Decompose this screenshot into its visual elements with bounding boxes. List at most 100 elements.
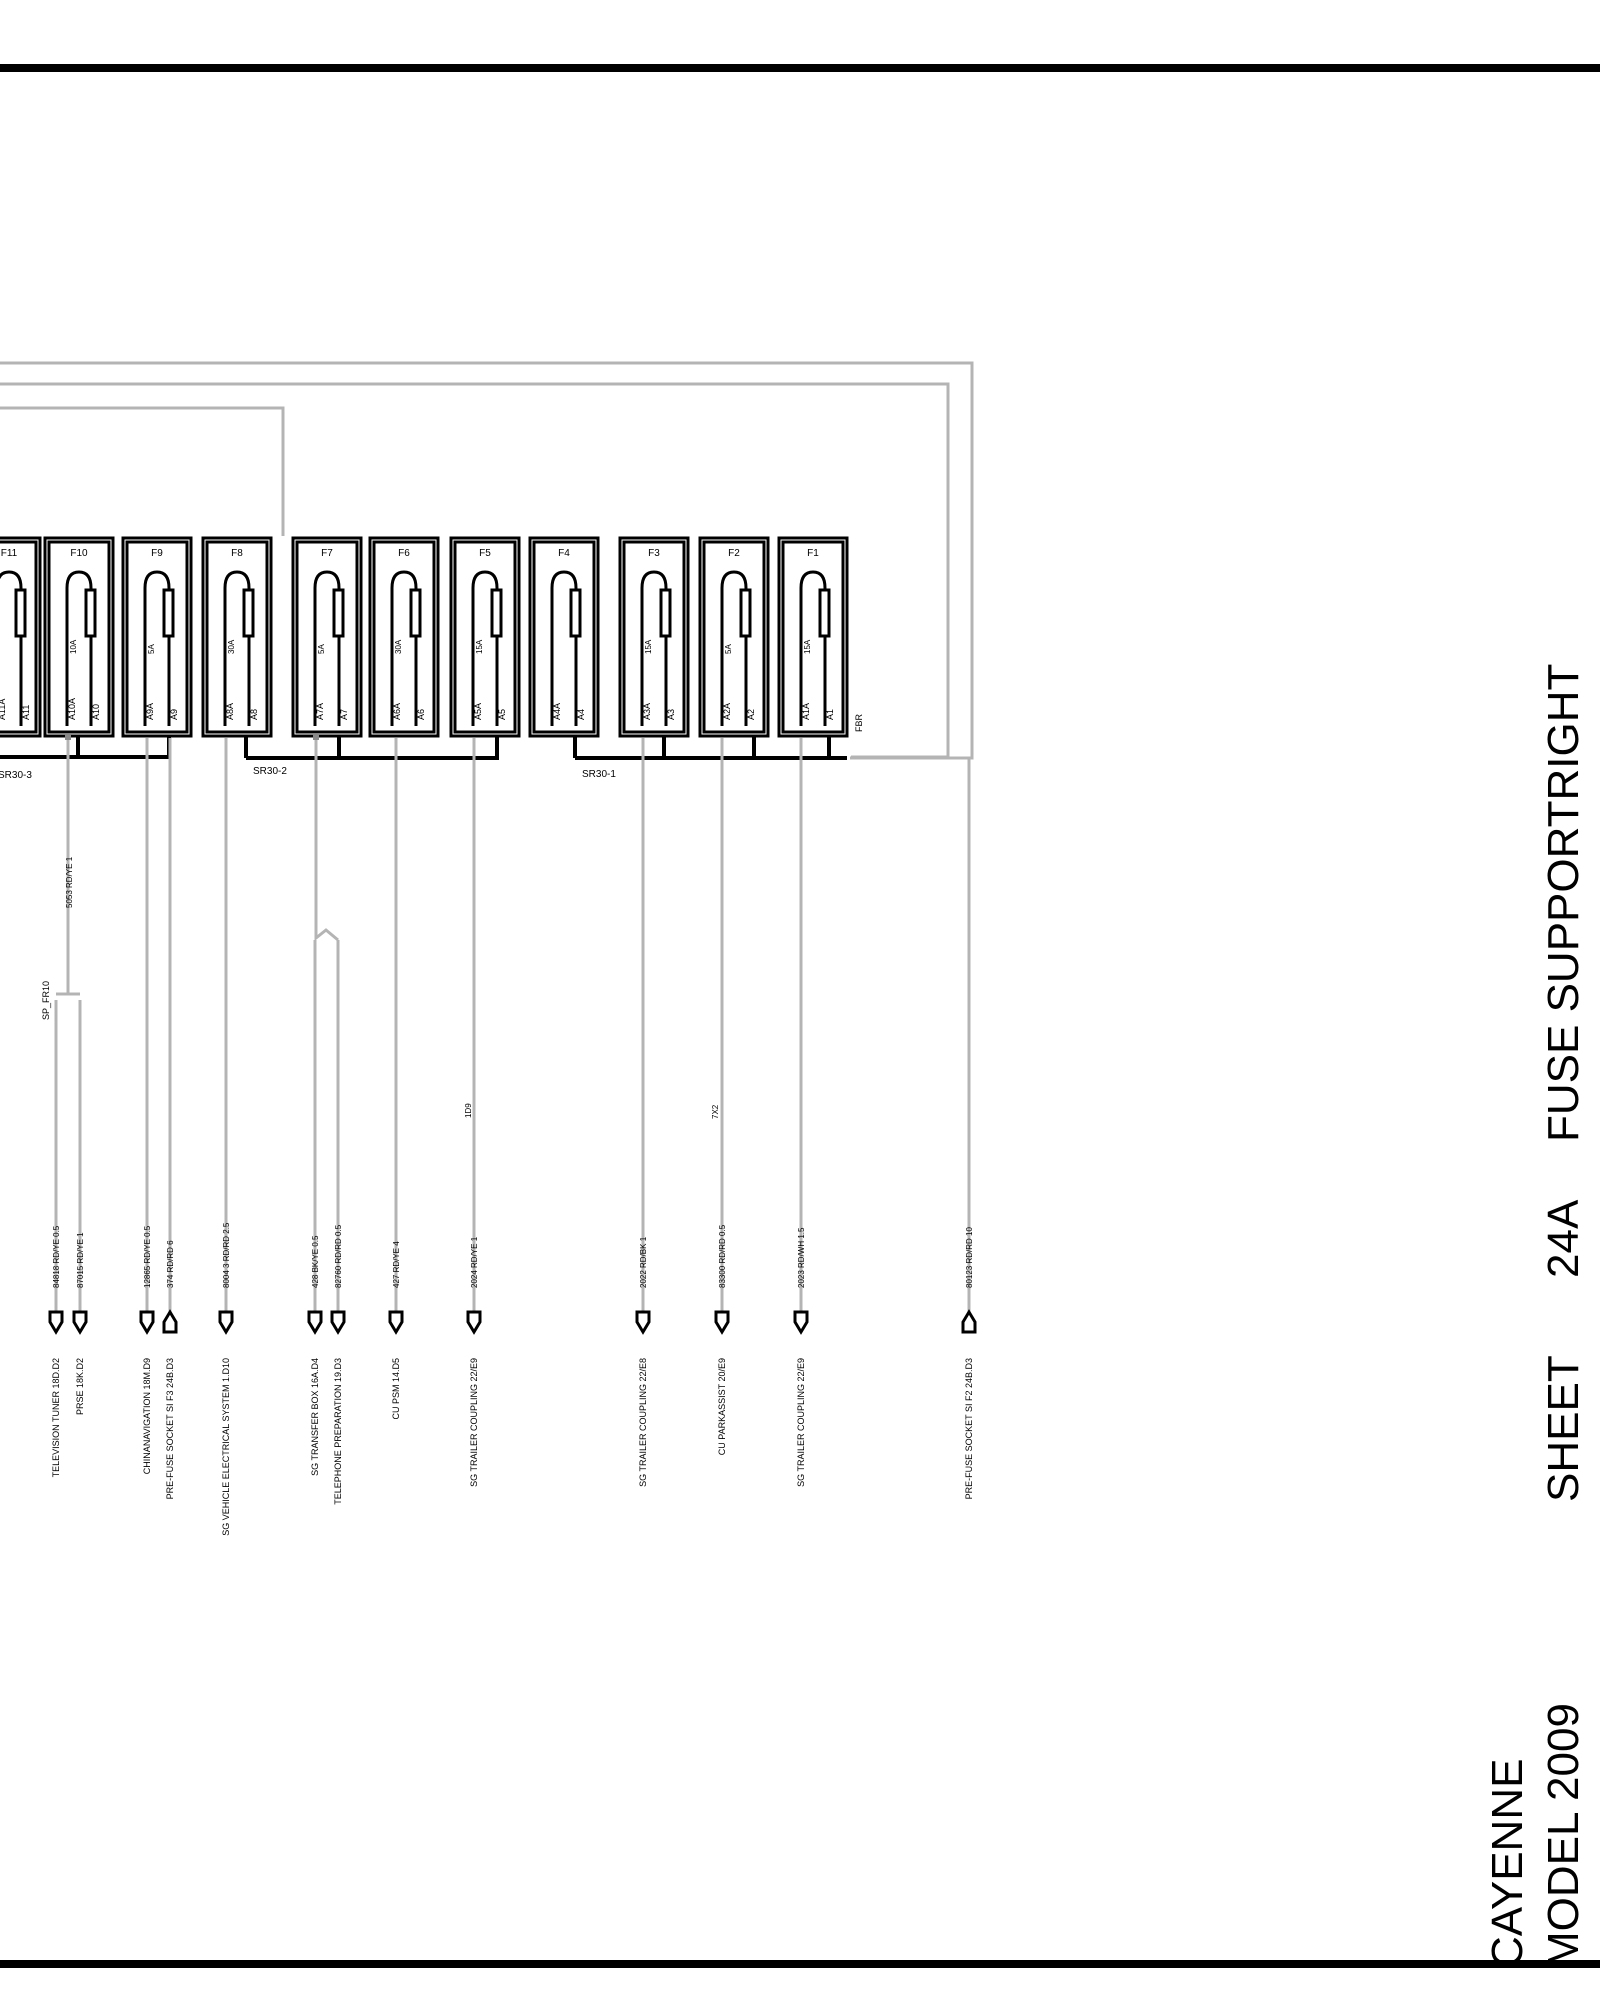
fuse-pin-a: A2A — [722, 703, 732, 720]
output-line: 2024 RD/YE 1 SG TRAILER COUPLING 22/E9 — [466, 738, 482, 1487]
fuse-f10: F10 10A A10A A10 — [43, 536, 115, 738]
connector-arrow-down-icon — [48, 1310, 64, 1335]
bus-label-sr30-2: SR30-2 — [253, 766, 287, 777]
wire-spec-label: 427 RD/YE 4 — [392, 1241, 401, 1288]
connector-arrow-up-icon — [162, 1309, 178, 1334]
top-border — [0, 64, 1600, 72]
fuse-label: F7 — [321, 548, 333, 559]
fuse-label: F8 — [231, 548, 243, 559]
connector-arrow-down-icon — [635, 1310, 651, 1335]
output-line: 8004 3 RD/RD 2.5SG VEHICLE ELECTRICAL SY… — [218, 738, 234, 1536]
fuse-pin-a: A10A — [67, 698, 77, 720]
fuse-pin-b: A1 — [825, 709, 835, 720]
fuse-f9: F9 5A A9A A9 — [121, 536, 193, 738]
fuse-rating: 30A — [227, 639, 236, 654]
connector-arrow-down-icon — [139, 1310, 155, 1335]
destination-label: PRE-FUSE SOCKET SI F2 24B.D3 — [964, 1358, 974, 1499]
wire-spec-label: 87015 RD/YE 1 — [76, 1232, 85, 1288]
fuse-pin-b: A7 — [339, 709, 349, 720]
wire-spec-label: 84818 RD/YE 0.5 — [52, 1225, 61, 1288]
fuse-rating: 15A — [803, 639, 812, 654]
sheet-number: 24A — [1539, 1199, 1588, 1278]
bus-bars — [0, 736, 847, 760]
connector-arrow-down-icon — [714, 1310, 730, 1335]
fuse-label: F5 — [479, 548, 491, 559]
splice-label: SP_FR10 — [41, 981, 51, 1020]
vehicle-name: CAYENNE — [1483, 1759, 1532, 1968]
fuse-pin-a: A11A — [0, 699, 7, 720]
f5-reference-label: 1D9 — [464, 1103, 473, 1118]
connector-arrow-down-icon — [72, 1310, 88, 1335]
diagram-title: FUSE SUPPORTRIGHT — [1539, 664, 1588, 1142]
wire-spec-label: 428 BK/YE 0.5 — [311, 1235, 320, 1288]
destination-label: PRSE 18K.D2 — [75, 1358, 85, 1415]
fuse-pin-a: A9A — [145, 703, 155, 720]
wire-spec-label: 2023 RD/WH 1.5 — [797, 1227, 806, 1288]
fuse-label: F3 — [648, 548, 660, 559]
output-line: 2022 RD/BK 1 SG TRAILER COUPLING 22/E8 — [635, 738, 651, 1487]
fuse-rating: 5A — [317, 644, 326, 654]
wire-spec-label: 374 RD/RD 6 — [166, 1240, 175, 1288]
fuse-rating: 5A — [147, 644, 156, 654]
destination-label: CHINANAVIGATION 18M.D9 — [142, 1358, 152, 1474]
fuse-rating: 15A — [475, 639, 484, 654]
connector-arrow-down-icon — [793, 1310, 809, 1335]
destination-label: CU PSM 14.D5 — [391, 1358, 401, 1420]
fuse-pin-b: A3 — [666, 709, 676, 720]
fuse-pin-b: A6 — [416, 709, 426, 720]
wire-spec-label: 12865 RD/YE 0.5 — [143, 1225, 152, 1288]
fuse-pin-a: A7A — [315, 703, 325, 720]
fuse-pin-b: A2 — [746, 709, 756, 720]
destination-label: SG TRAILER COUPLING 22/E9 — [796, 1358, 806, 1487]
connector-arrow-down-icon — [388, 1310, 404, 1335]
wire-spec-label: 82760 RD/RD 0.5 — [334, 1224, 343, 1288]
f2-reference-label: 7X2 — [711, 1104, 720, 1119]
connector-arrow-down-icon — [330, 1310, 346, 1335]
destination-label: TELEPHONE PREPARATION 19.D3 — [333, 1358, 343, 1505]
destination-label: SG TRAILER COUPLING 22/E9 — [469, 1358, 479, 1487]
output-line: 427 RD/YE 4 CU PSM 14.D5 — [388, 738, 404, 1420]
output-line: 83300 RD/RD 0.5CU PARKASSIST 20/E9 — [714, 738, 730, 1455]
f10-trunk-wire-label: 5053 RD/YE 1 — [65, 856, 74, 908]
connector-arrow-down-icon — [218, 1310, 234, 1335]
wire-spec-label: 2022 RD/BK 1 — [639, 1236, 648, 1288]
bus-label-sr30-1: SR30-1 — [582, 769, 616, 780]
fuse-label: F1 — [807, 548, 819, 559]
bottom-border — [0, 1960, 1600, 1968]
output-line: 428 BK/YE 0.5SG TRANSFER BOX 16A.D4 — [307, 940, 323, 1476]
fuse-rating: 10A — [69, 639, 78, 654]
fuse-pin-b: A10 — [91, 704, 101, 720]
fuse-pin-a: A4A — [552, 703, 562, 720]
fuse-pin-b: A9 — [169, 709, 179, 720]
fuse-label: F9 — [151, 548, 163, 559]
connector-arrow-up-icon — [961, 1309, 977, 1334]
wire-spec-label: 2024 RD/YE 1 — [470, 1236, 479, 1288]
connector-arrow-down-icon — [307, 1310, 323, 1335]
splice-dot — [65, 734, 71, 740]
destination-label: SG TRAILER COUPLING 22/E8 — [638, 1358, 648, 1487]
fuse-pin-a: A5A — [473, 703, 483, 720]
fuse-label: F6 — [398, 548, 410, 559]
fuse-pin-b: A4 — [576, 709, 586, 720]
splice-dot — [313, 734, 319, 740]
fuse-rating: 15A — [644, 639, 653, 654]
fuse-rating: 30A — [394, 639, 403, 654]
fuse-label: F10 — [70, 548, 88, 559]
output-line: 87015 RD/YE 1 PRSE 18K.D2 — [72, 1000, 88, 1415]
fuse-pin-b: A5 — [497, 709, 507, 720]
destination-label: CU PARKASSIST 20/E9 — [717, 1358, 727, 1455]
fuse-label: F2 — [728, 548, 740, 559]
fuse-label: F4 — [558, 548, 570, 559]
